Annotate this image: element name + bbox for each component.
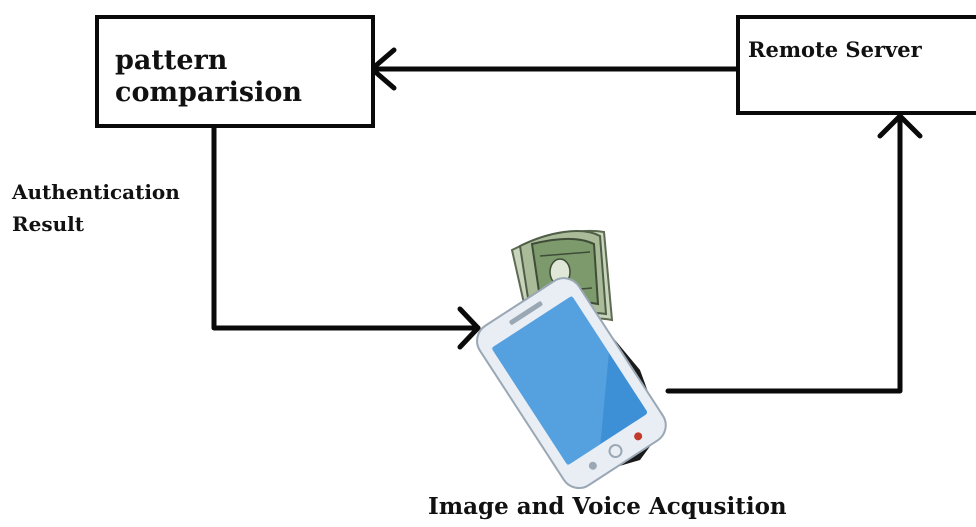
arrowhead-up [877, 113, 923, 139]
smartphone-wallet-icon [476, 229, 667, 490]
authentication-result-label: Authentication Result [12, 180, 180, 236]
pattern-comparison-label: pattern comparision [115, 45, 302, 109]
connector-pattern-to-device [211, 123, 481, 350]
phone-body [476, 277, 667, 490]
arrowhead-right [457, 306, 481, 350]
connector-server-to-pattern [369, 47, 747, 91]
device-caption: Image and Voice Acqusition [428, 493, 787, 520]
remote-server-box: Remote Server [736, 15, 976, 115]
connector-device-to-server [665, 113, 923, 394]
pattern-comparison-box: pattern comparision [95, 15, 375, 128]
phone-speaker [509, 301, 543, 325]
remote-server-label: Remote Server [748, 37, 922, 62]
